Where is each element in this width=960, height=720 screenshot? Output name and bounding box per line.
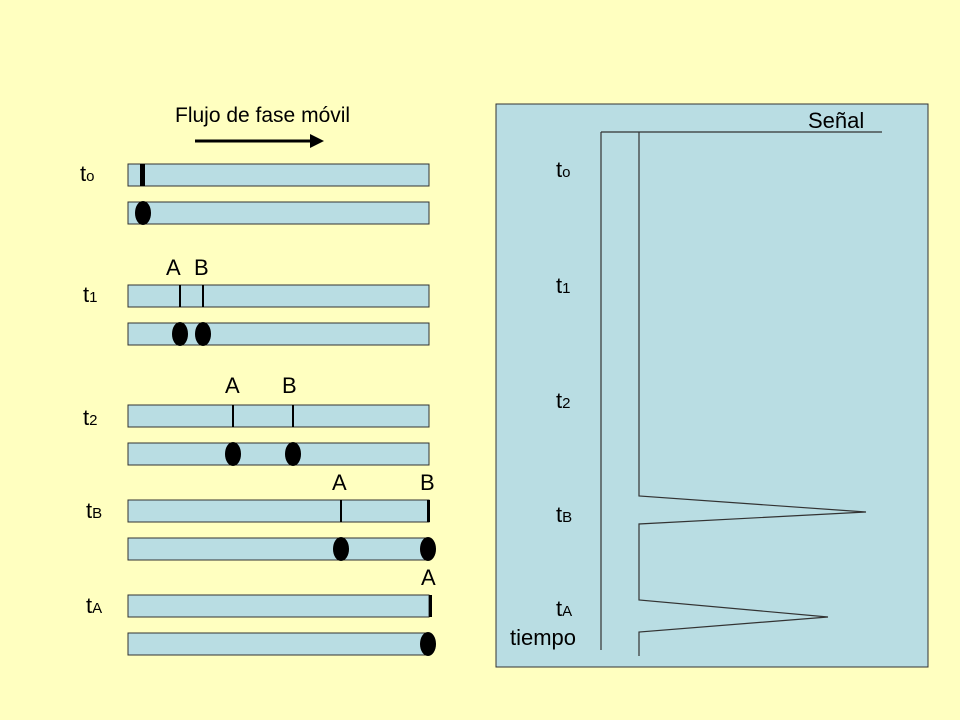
band-ellipse-a [333,537,349,561]
column-top [127,499,430,523]
band-ellipse-b [420,537,436,561]
panel-time-label: tA [556,596,572,621]
column-top [127,404,430,428]
band-label-a: A [166,255,181,280]
columns-group: to A B t1 A B t2 [80,161,436,656]
panel-time-label: t2 [556,388,570,413]
column-bottom [127,537,430,561]
signal-trace [638,132,867,656]
band-ellipse-b [195,322,211,346]
flow-label: Flujo de fase móvil [175,104,350,127]
column-bottom [127,442,430,466]
band-mark [140,164,145,186]
band-ellipse-a [225,442,241,466]
band-label-a: A [421,565,436,590]
column-bottom [127,201,430,225]
band-mark-b [427,500,430,522]
band-ellipse [135,201,151,225]
row-t2: A B t2 [83,373,430,466]
band-mark-a [429,595,432,617]
column-top [127,163,430,187]
band-label-b: B [420,470,435,495]
column-top [127,594,430,618]
panel-time-label: to [556,157,570,182]
panel-time-label: tB [556,502,572,527]
time-axis-label: tiempo [510,625,576,650]
column-bottom [127,632,430,656]
panel-time-label: t1 [556,273,570,298]
row-t1: A B t1 [83,255,430,346]
row-time-label: t2 [83,405,97,430]
band-ellipse-a [420,632,436,656]
band-label-b: B [194,255,209,280]
column-top [127,284,430,308]
band-ellipse-a [172,322,188,346]
panel-background [495,103,929,668]
row-time-label: to [80,161,94,186]
band-label-b: B [282,373,297,398]
row-tB: A B tB [86,470,436,561]
band-ellipse-b [285,442,301,466]
row-time-label: tA [86,593,102,618]
row-t0: to [80,161,430,225]
row-time-label: tB [86,498,102,523]
signal-panel: Señal to t1 t2 tB tA tiempo [495,103,929,668]
band-label-a: A [332,470,347,495]
signal-label: Señal [808,108,864,133]
band-label-a: A [225,373,240,398]
row-tA: A tA [86,565,436,656]
flow-arrow [195,134,324,148]
row-time-label: t1 [83,282,97,307]
